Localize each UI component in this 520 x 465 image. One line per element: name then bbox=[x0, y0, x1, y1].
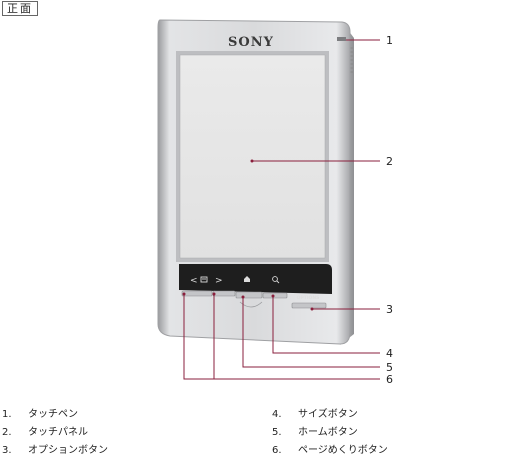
leader-lines bbox=[183, 39, 380, 380]
legend-num: 2. bbox=[2, 427, 12, 438]
legend-item: 3. オプションボタン bbox=[2, 445, 108, 463]
legend-right: 4. サイズボタン 5. ホームボタン 6. ページめくりボタン bbox=[272, 409, 388, 463]
callout-3: 3 bbox=[386, 303, 393, 316]
page-turn-button-left[interactable] bbox=[181, 290, 213, 297]
callout-4: 4 bbox=[386, 347, 393, 360]
legend-num: 5. bbox=[272, 427, 282, 438]
legend-label: ページめくりボタン bbox=[298, 445, 388, 456]
legend-label: サイズボタン bbox=[298, 409, 358, 420]
legend-left: 1. タッチペン 2. タッチパネル 3. オプションボタン bbox=[2, 409, 108, 463]
legend-item: 4. サイズボタン bbox=[272, 409, 388, 427]
prev-page-icon[interactable]: < bbox=[190, 276, 198, 286]
home-button-cradle bbox=[239, 301, 263, 308]
callout-5: 5 bbox=[386, 361, 393, 374]
legend-num: 4. bbox=[272, 409, 282, 420]
size-button[interactable] bbox=[262, 292, 288, 299]
legend-item: 6. ページめくりボタン bbox=[272, 445, 388, 463]
callout-1: 1 bbox=[386, 34, 393, 47]
callout-2: 2 bbox=[386, 155, 393, 168]
stylus-tip bbox=[337, 37, 346, 41]
touch-panel-screen[interactable] bbox=[179, 54, 326, 259]
page-turn-button-right[interactable] bbox=[212, 290, 236, 297]
brand-logo: SONY bbox=[228, 35, 274, 50]
home-icon[interactable] bbox=[244, 276, 250, 282]
button-bar bbox=[179, 264, 332, 294]
legend-item: 2. タッチパネル bbox=[2, 427, 108, 445]
options-label: OPTIONS bbox=[297, 295, 320, 301]
options-button[interactable] bbox=[291, 302, 327, 309]
home-button[interactable] bbox=[235, 291, 263, 299]
legend-item: 5. ホームボタン bbox=[272, 427, 388, 445]
legend-num: 3. bbox=[2, 445, 12, 456]
legend-label: オプションボタン bbox=[28, 445, 108, 456]
legend-num: 6. bbox=[272, 445, 282, 456]
legend-label: タッチパネル bbox=[28, 427, 88, 438]
legend-label: タッチペン bbox=[28, 409, 78, 420]
leader-dots bbox=[182, 159, 314, 311]
legend-num: 1. bbox=[2, 409, 12, 420]
legend-label: ホームボタン bbox=[298, 427, 358, 438]
zoom-icon[interactable] bbox=[272, 276, 280, 284]
next-page-icon[interactable]: > bbox=[215, 276, 223, 286]
library-icon[interactable] bbox=[200, 276, 208, 283]
callout-6: 6 bbox=[386, 373, 393, 386]
legend-item: 1. タッチペン bbox=[2, 409, 108, 427]
view-label-front: 正面 bbox=[2, 1, 38, 16]
